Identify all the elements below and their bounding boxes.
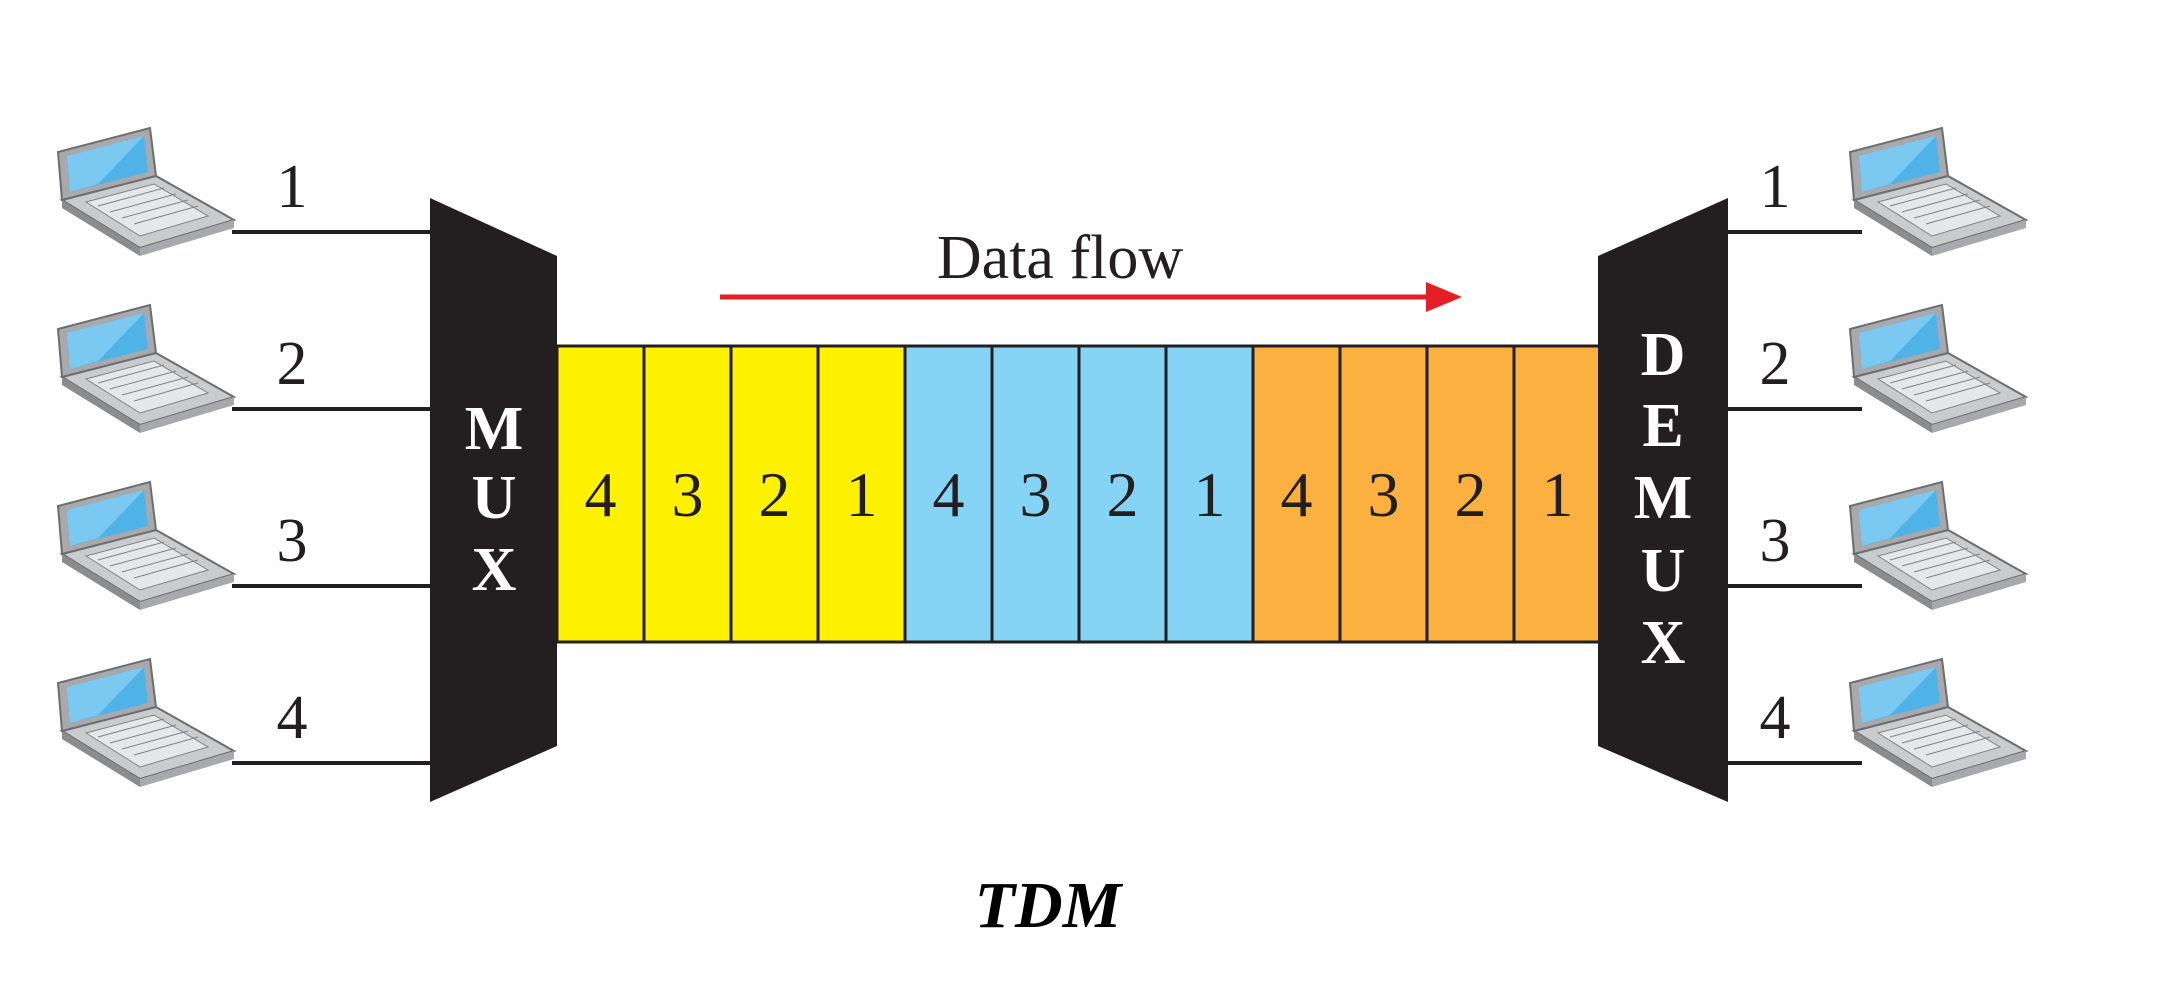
time-slot (1077, 344, 1168, 644)
output-line-number: 4 (1760, 684, 1791, 752)
time-slot (1425, 344, 1516, 644)
input-line-number: 4 (277, 684, 308, 752)
input-line-number: 3 (277, 507, 308, 575)
time-slot (1512, 344, 1603, 644)
slot-number: 4 (585, 459, 617, 530)
demux-letter: D (1641, 321, 1686, 389)
laptop-icon[interactable] (1849, 304, 2027, 434)
slot-number: 2 (1455, 459, 1487, 530)
slot-number: 1 (1194, 459, 1226, 530)
laptop-icon[interactable] (57, 481, 235, 611)
mux-box (430, 198, 557, 802)
mux-letter: X (472, 536, 517, 604)
input-line-number: 1 (277, 153, 308, 221)
laptop-icon[interactable] (57, 304, 235, 434)
demux-letter: X (1641, 609, 1686, 677)
slot-number: 3 (1020, 459, 1052, 530)
diagram-caption: TDM (975, 869, 1124, 942)
slot-number: 1 (846, 459, 878, 530)
slot-number: 3 (672, 459, 704, 530)
mux-letter: U (472, 464, 517, 532)
slot-number: 4 (1281, 459, 1313, 530)
laptop-icon[interactable] (57, 658, 235, 788)
demux-letter: M (1634, 464, 1693, 532)
output-line-number: 3 (1760, 507, 1791, 575)
demux-letter: U (1641, 537, 1686, 605)
data-flow-label: Data flow (937, 224, 1183, 292)
time-slot (642, 344, 733, 644)
time-slot (1164, 344, 1255, 644)
output-line-number: 2 (1760, 330, 1791, 398)
slot-number: 1 (1542, 459, 1574, 530)
laptop-icon[interactable] (1849, 658, 2027, 788)
time-slot (1251, 344, 1342, 644)
laptop-icon[interactable] (1849, 127, 2027, 257)
arrow-head-icon (1426, 282, 1462, 312)
slot-number: 4 (933, 459, 965, 530)
time-slot (990, 344, 1081, 644)
output-line-number: 1 (1760, 153, 1791, 221)
slot-number: 2 (1107, 459, 1139, 530)
slot-number: 3 (1368, 459, 1400, 530)
input-line-number: 2 (277, 330, 308, 398)
mux-letter: M (465, 395, 524, 463)
laptop-icon[interactable] (1849, 481, 2027, 611)
slot-number: 2 (759, 459, 791, 530)
laptop-icon[interactable] (57, 127, 235, 257)
demux-letter: E (1642, 392, 1683, 460)
demux-box (1598, 198, 1728, 802)
